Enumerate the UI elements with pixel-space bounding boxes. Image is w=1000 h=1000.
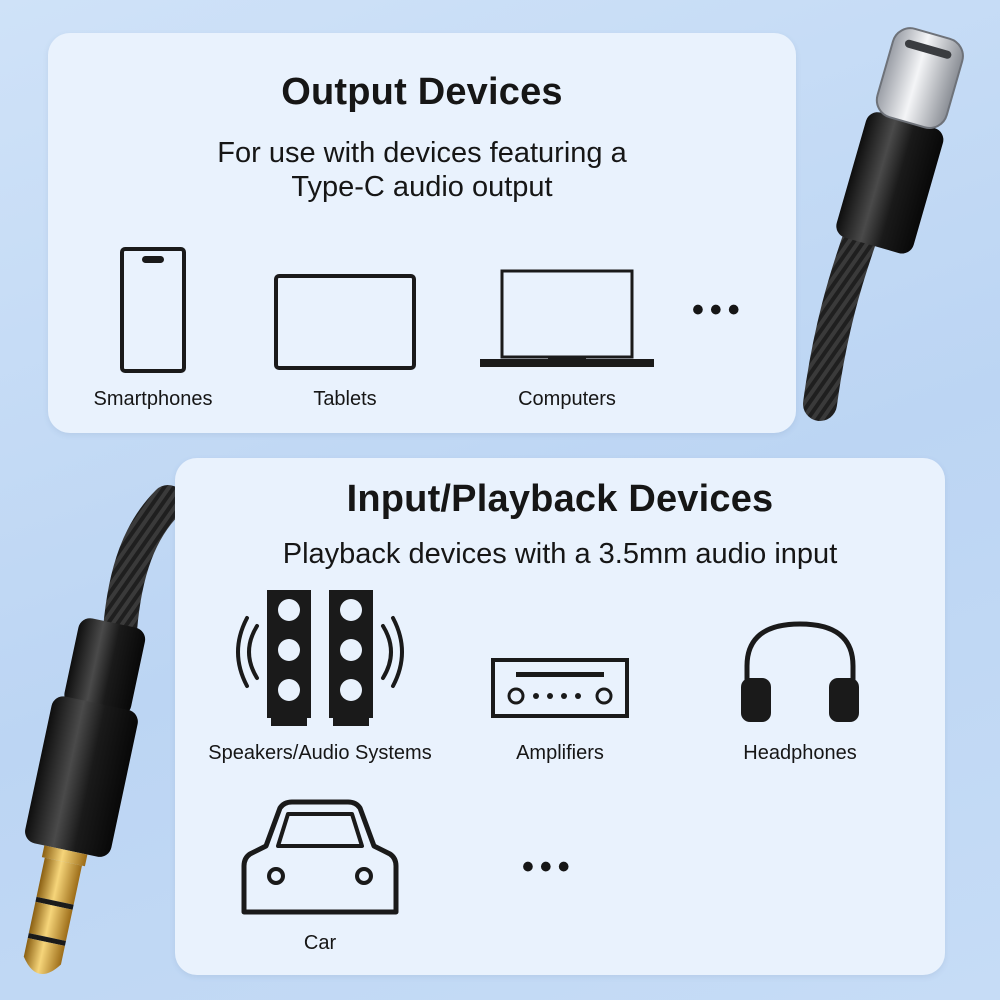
device-tablets: Tablets	[270, 245, 420, 415]
device-label: Car	[303, 932, 337, 954]
device-label: Headphones	[743, 742, 857, 764]
device-headphones: Headphones	[715, 586, 885, 766]
device-label: Smartphones	[93, 388, 213, 410]
device-label: Computers	[518, 388, 616, 410]
device-car: Car	[235, 796, 405, 966]
device-label: Tablets	[313, 388, 377, 410]
aux-jack-plug	[23, 485, 185, 974]
input-devices-panel: Input/Playback Devices Playback devices …	[175, 458, 945, 975]
output-title: Output Devices	[281, 71, 563, 113]
laptop-icon	[480, 269, 654, 367]
tablet-icon	[274, 274, 416, 370]
speakers-icon	[236, 590, 404, 726]
output-devices-panel: Output Devices For use with devices feat…	[48, 33, 796, 433]
more-devices-ellipsis: •••	[522, 848, 576, 886]
output-subtitle-line2: Type-C audio output	[291, 171, 553, 203]
usb-c-plug	[803, 27, 964, 421]
car-icon	[241, 799, 399, 915]
device-smartphones: Smartphones	[78, 245, 228, 415]
input-subtitle: Playback devices with a 3.5mm audio inpu…	[282, 538, 838, 570]
device-speakers: Speakers/Audio Systems	[195, 586, 445, 766]
output-subtitle-line1: For use with devices featuring a	[217, 137, 627, 169]
device-label: Amplifiers	[516, 742, 604, 764]
amplifier-icon	[491, 658, 629, 718]
device-amplifiers: Amplifiers	[475, 586, 645, 766]
more-devices-ellipsis: •••	[692, 291, 746, 329]
headphones-icon	[741, 621, 859, 722]
device-label: Speakers/Audio Systems	[208, 742, 432, 764]
input-title: Input/Playback Devices	[346, 478, 774, 520]
smartphone-icon	[120, 247, 186, 373]
device-computers: Computers	[478, 245, 656, 415]
